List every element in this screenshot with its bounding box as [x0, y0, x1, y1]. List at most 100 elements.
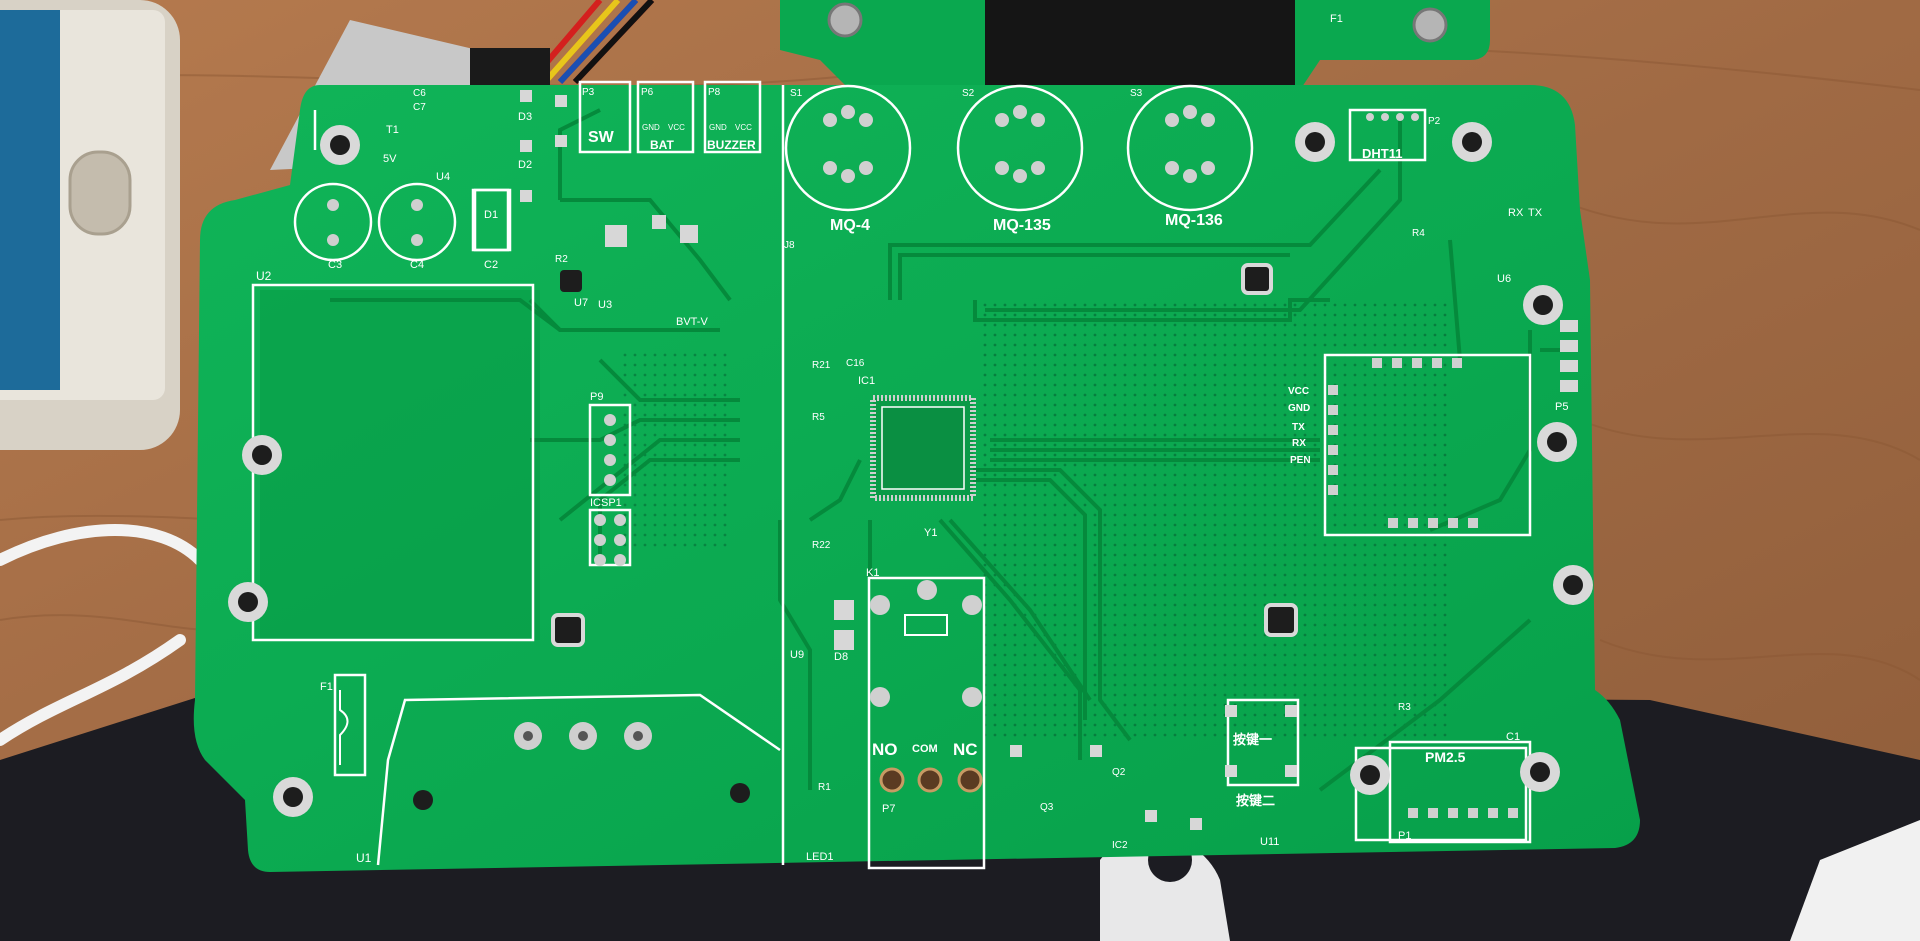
label-dht11: DHT11 [1362, 146, 1402, 161]
label-mq136: MQ-136 [1165, 212, 1223, 229]
label-r3: R3 [1398, 702, 1411, 713]
label-pin-pen: PEN [1290, 455, 1311, 466]
upper-module-black [985, 0, 1295, 90]
label-u4: U4 [436, 171, 450, 183]
label-p2: P2 [1428, 116, 1441, 127]
label-u6: U6 [1497, 273, 1511, 285]
label-buzzer: BUZZER [707, 138, 756, 152]
label-y1: Y1 [924, 527, 937, 539]
label-d2: D2 [518, 159, 532, 171]
label-c6: C6 [413, 88, 426, 99]
label-uart-tx: TX [1528, 207, 1543, 219]
label-buzzer-gnd: GND [709, 123, 727, 132]
label-u2: U2 [256, 269, 272, 283]
relay-pads [870, 580, 983, 793]
label-d8: D8 [834, 651, 848, 663]
label-pin-tx: TX [1292, 422, 1305, 433]
power-module-pads [413, 722, 750, 810]
label-u1: U1 [356, 851, 372, 865]
label-f1: F1 [320, 681, 333, 693]
label-p1: P1 [1398, 830, 1411, 842]
label-c16: C16 [846, 358, 865, 369]
label-p3: P3 [582, 87, 595, 98]
label-mq135: MQ-135 [993, 217, 1051, 234]
module-pad-area [260, 290, 540, 640]
label-u9: U9 [790, 649, 804, 661]
upper-ref-f1: F1 [1330, 13, 1343, 25]
smartphone [0, 0, 180, 450]
label-relay-no: NO [872, 740, 898, 759]
label-bvt-v: BVT-V [676, 316, 708, 328]
label-d1: D1 [484, 209, 498, 221]
mounting-holes [228, 122, 1593, 817]
label-c1: C1 [1506, 731, 1520, 743]
label-t1: T1 [386, 124, 399, 136]
label-uart-rx: RX [1508, 207, 1524, 219]
gas-sensor-footprints [784, 84, 1254, 212]
label-r21: R21 [812, 360, 831, 371]
module-header-pads [1328, 358, 1478, 528]
label-r22: R22 [812, 540, 831, 551]
sensor-connector [470, 48, 550, 88]
label-p9: P9 [590, 391, 603, 403]
label-5v: 5V [383, 153, 397, 165]
label-q3: Q3 [1040, 802, 1054, 813]
label-ic2: IC2 [1112, 840, 1128, 851]
label-c7: C7 [413, 102, 426, 113]
label-k1: K1 [866, 567, 879, 579]
label-bat-gnd: GND [642, 123, 660, 132]
label-s2: S2 [962, 88, 975, 99]
label-s3: S3 [1130, 88, 1143, 99]
label-u3: U3 [598, 299, 612, 311]
label-r4: R4 [1412, 228, 1425, 239]
main-pcb [193, 80, 1640, 872]
label-pin-gnd: GND [1288, 403, 1310, 414]
label-icsp1: ICSP1 [590, 497, 622, 509]
label-button-1: 按键一 [1233, 732, 1272, 747]
white-cable [0, 524, 206, 746]
label-s1: S1 [790, 88, 803, 99]
label-d3: D3 [518, 111, 532, 123]
label-bat: BAT [650, 138, 674, 152]
smd-pads [520, 90, 1578, 830]
label-p6: P6 [641, 87, 654, 98]
label-led1: LED1 [806, 851, 834, 863]
label-ic1: IC1 [858, 375, 875, 387]
silk-outlines [251, 80, 1532, 870]
label-p5: P5 [1555, 401, 1568, 413]
paper-corner [1790, 820, 1920, 941]
label-p7: P7 [882, 803, 895, 815]
silkscreen-labels: MQ-4 MQ-135 MQ-136 S1 S2 S3 P3 SW P6 GND… [256, 87, 1568, 865]
mat-logo [1100, 835, 1230, 941]
label-r5: R5 [812, 412, 825, 423]
label-bat-vcc: VCC [668, 123, 685, 132]
pm25-pads [1408, 808, 1518, 818]
label-relay-nc: NC [953, 740, 978, 759]
label-mq4: MQ-4 [830, 217, 870, 234]
label-c3: C3 [328, 259, 342, 271]
label-u7: U7 [574, 297, 588, 309]
label-pin-rx: RX [1292, 438, 1306, 449]
ground-stitch-area [980, 300, 1450, 740]
label-q2: Q2 [1112, 767, 1126, 778]
label-sw: SW [588, 129, 615, 146]
label-c4: C4 [410, 259, 424, 271]
label-j8: J8 [784, 240, 795, 251]
label-r2: R2 [555, 254, 568, 265]
upper-pcb: F1 [780, 0, 1490, 90]
label-c2: C2 [484, 259, 498, 271]
fuse-symbol [339, 690, 349, 765]
label-button-2: 按键二 [1236, 793, 1275, 808]
label-pm25: PM2.5 [1425, 749, 1466, 765]
mcu-chip [870, 395, 976, 501]
label-r1: R1 [818, 782, 831, 793]
label-p8: P8 [708, 87, 721, 98]
pin-headers [594, 113, 1419, 566]
label-relay-com: COM [912, 743, 938, 755]
electrolytic-capacitors [293, 182, 510, 262]
label-buzzer-vcc: VCC [735, 123, 752, 132]
label-u11: U11 [1260, 836, 1279, 848]
label-pin-vcc: VCC [1288, 386, 1309, 397]
